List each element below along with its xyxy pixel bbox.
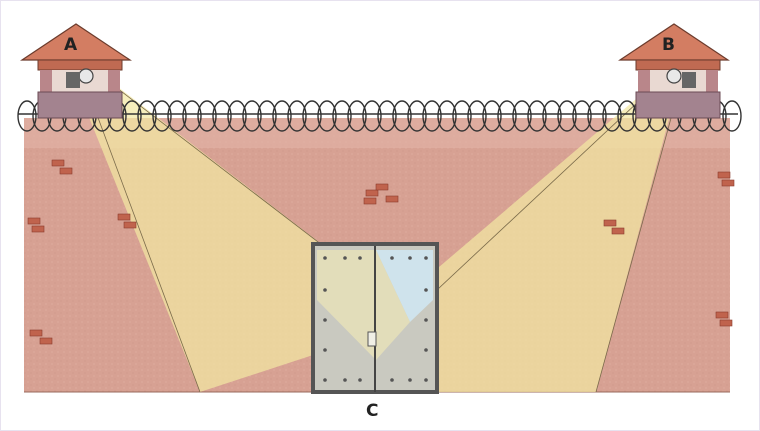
guard-tower-b (618, 23, 730, 119)
gate-label: C (366, 401, 378, 421)
brick-icon (27, 159, 735, 345)
tower-b-label: B (662, 35, 675, 55)
searchlight-icon (66, 68, 94, 88)
tower-a-label: A (64, 35, 78, 55)
guard-tower-a (20, 23, 132, 119)
gate-icon (311, 242, 439, 394)
searchlight-icon (666, 68, 696, 88)
